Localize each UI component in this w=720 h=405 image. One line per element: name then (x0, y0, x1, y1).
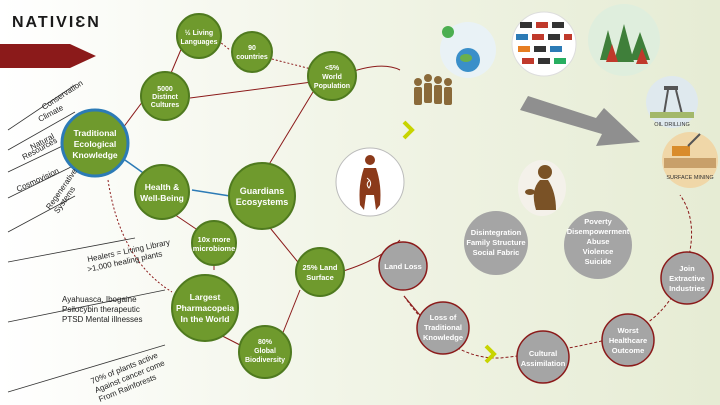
healthcare-line-1: Worst (617, 326, 639, 335)
tek-line-1: Traditional (74, 128, 117, 138)
node-biodiversity: 80% Global Biodiversity (238, 325, 292, 379)
extractive-line-3: Industries (669, 284, 705, 293)
beggar-figure-icon (518, 160, 566, 216)
land-loss-line-1: Land Loss (384, 262, 422, 271)
healthcare-line-3: Outcome (612, 346, 645, 355)
cultures-line-2: Distinct (152, 94, 178, 101)
label-cosmovision: Cosmovision (15, 166, 60, 194)
chevron-icon (484, 344, 497, 364)
node-loss-knowledge: Loss of Traditional Knowledge (416, 301, 470, 355)
population-line-2: World (322, 74, 342, 81)
poverty-line-4: Violence (583, 247, 614, 256)
assimilation-line-2: Assimilation (521, 359, 566, 368)
healthcare-line-2: Healthcare (609, 336, 647, 345)
health-line-2: Well-Being (140, 193, 184, 203)
land-surface-line-2: Surface (306, 273, 334, 282)
node-population: <5% World Population (307, 51, 357, 101)
node-assimilation: Cultural Assimilation (516, 330, 570, 384)
node-land-surface: 25% Land Surface (295, 247, 345, 297)
node-microbiome: 10x more microbiome (191, 220, 237, 266)
population-line-3: Population (314, 83, 350, 90)
surface-mining-label: SURFACE MINING (666, 175, 713, 181)
microbiome-line-1: 10x more (198, 235, 231, 244)
pharmacopeia-line-3: In the World (181, 314, 230, 324)
indigenous-figure-icon (335, 147, 405, 217)
assimilation-line-1: Cultural (529, 349, 557, 358)
extractive-line-2: Extractive (669, 274, 705, 283)
node-poverty: Poverty Disempowerment Abuse Violence Su… (564, 211, 632, 279)
languages-line-1: ½ Living (185, 29, 213, 37)
big-arrow-icon (520, 96, 640, 146)
node-health: Health & Well-Being (134, 164, 190, 220)
poverty-line-3: Abuse (587, 237, 610, 246)
node-pharmacopeia: Largest Pharmacopeia In the World (171, 274, 239, 342)
node-countries: 90 countries (231, 31, 273, 73)
pharmacopeia-line-2: Pharmacopeia (176, 303, 234, 313)
node-languages: ½ Living Languages (176, 13, 222, 59)
poverty-line-2: Disempowerment (567, 227, 630, 236)
node-land-loss: Land Loss (378, 241, 428, 291)
countries-line-2: countries (236, 54, 268, 61)
node-cultures: 5000 Distinct Cultures (140, 71, 190, 121)
disintegration-line-3: Social Fabric (473, 248, 520, 257)
microbiome-line-2: microbiome (193, 244, 236, 253)
node-tek: Traditional Ecological Knowledge (60, 108, 130, 178)
population-line-1: <5% (325, 65, 340, 72)
countries-line-1: 90 (248, 45, 256, 52)
languages-line-2: Languages (181, 39, 218, 46)
guardians-line-1: Guardians (240, 186, 285, 196)
loss-knowledge-line-3: Knowledge (423, 333, 463, 342)
land-surface-line-1: 25% Land (302, 263, 337, 272)
node-disintegration: Disintegration Family Structure Social F… (464, 211, 528, 275)
loss-knowledge-line-2: Traditional (424, 323, 462, 332)
surface-mining-photo: SURFACE MINING (662, 132, 718, 188)
tek-line-2: Ecological (74, 139, 117, 149)
node-guardians: Guardians Ecosystems (228, 162, 296, 230)
collage-photos (440, 4, 660, 78)
cultures-line-1: 5000 (157, 86, 173, 93)
biodiversity-line-2: Global (254, 348, 276, 355)
guardians-line-2: Ecosystems (236, 197, 289, 207)
poverty-line-1: Poverty (584, 217, 612, 226)
nativien-logo: NATIVIƐN (12, 14, 101, 31)
label-ayahuasca-3: PTSD Mental illnesses (62, 315, 142, 324)
biodiversity-line-1: 80% (258, 339, 273, 346)
tek-line-3: Knowledge (72, 150, 118, 160)
extractive-line-1: Join (679, 264, 695, 273)
cultures-line-3: Cultures (151, 102, 180, 109)
node-healthcare: Worst Healthcare Outcome (601, 313, 655, 367)
disintegration-line-1: Disintegration (471, 228, 522, 237)
brands-photo (511, 11, 577, 77)
disintegration-line-2: Family Structure (466, 238, 525, 247)
chevron-icon (402, 120, 415, 140)
loss-knowledge-line-1: Loss of (430, 313, 457, 322)
biodiversity-line-3: Biodiversity (245, 357, 285, 364)
oil-drilling-label: OIL DRILLING (654, 122, 690, 128)
people-group-icon (414, 74, 452, 105)
node-extractive: Join Extractive Industries (660, 251, 714, 305)
label-ayahuasca-2: Psilocybin therapeutic (62, 305, 140, 314)
health-line-1: Health & (145, 182, 179, 192)
oil-drilling-photo: OIL DRILLING (646, 76, 698, 128)
pharmacopeia-line-1: Largest (190, 292, 221, 302)
poverty-line-5: Suicide (585, 257, 612, 266)
label-ayahuasca-1: Ayahuasca, Ibogaine (62, 295, 137, 304)
red-banner (0, 44, 96, 68)
